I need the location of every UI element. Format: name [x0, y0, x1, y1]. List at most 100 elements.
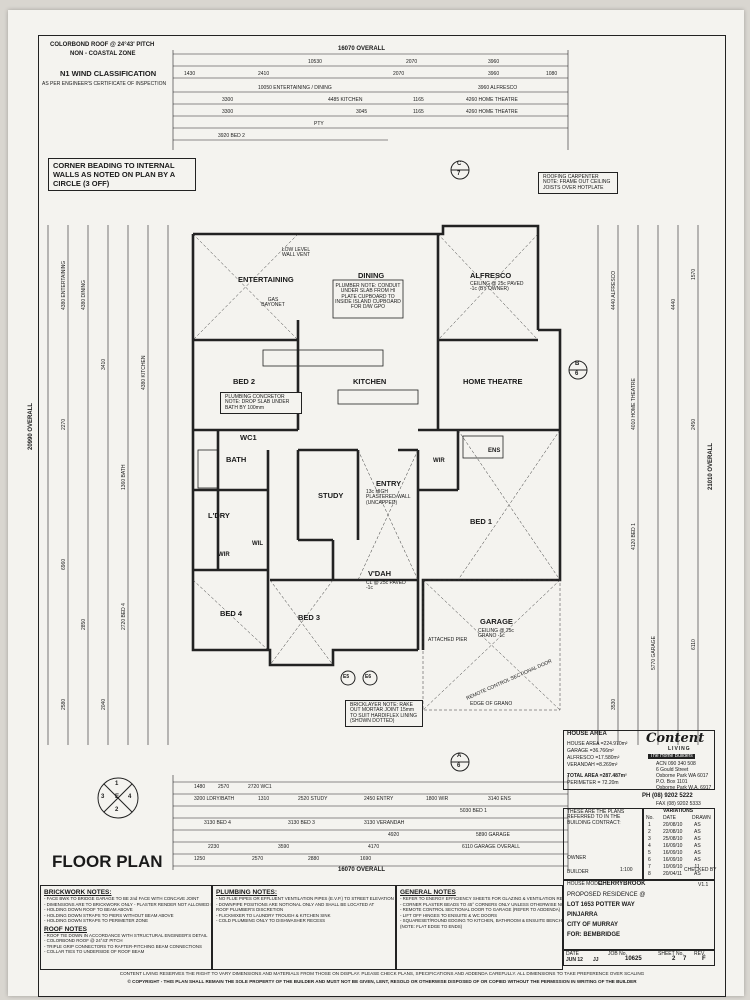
right-dim-2: 4440: [671, 298, 677, 310]
builder-fax: FAX (08) 9202 5333: [656, 801, 701, 807]
variation-cell: 4: [648, 843, 651, 849]
general-line-4: - LIFT OFF HINGES TO ENSUITE & WC DOORS: [400, 912, 498, 918]
elev-e5: E5: [343, 674, 350, 680]
builder-addr-1: 6 Gould Street: [656, 767, 689, 773]
bottom-dim-6d: 1690: [360, 856, 372, 862]
contract-heading: THESE ARE THE PLANS REFERRED TO IN THE B…: [567, 809, 625, 826]
top-dim-5c: 1165: [413, 109, 424, 115]
wind-note: AS PER ENGINEER'S CERTIFICATE OF INSPECT…: [42, 81, 167, 87]
bottom-dim-2e: 1800 WIR: [426, 796, 449, 802]
variation-cell: 20/04/11: [663, 871, 683, 877]
bottom-dim-3d: 5030 BED 1: [460, 808, 487, 814]
entry-wall-note: 13c HIGH PLASTERED WALL (UNCAPPED): [366, 489, 411, 506]
checked-by-label: CHECKED BY: [684, 867, 717, 873]
job-label: JOB No.: [608, 951, 627, 957]
brickwork-line-1: - FACE BWK TO BRIDGE GARAGE TO BE 2nd FA…: [44, 896, 200, 901]
bottom-dim-1b: 2570: [218, 784, 230, 790]
variation-cell: 10/09/10: [663, 864, 683, 870]
sheet-number: 2: [672, 956, 676, 962]
bottom-dim-2f: 3140 ENS: [488, 796, 511, 802]
brickwork-line-4: - HOLDING DOWN STRAPS TO PIERS WITHOUT B…: [44, 912, 174, 918]
edge-of-grano: EDGE OF GRANO: [470, 701, 513, 707]
right-dim-6: 5770 GARAGE: [651, 636, 657, 670]
room-bed3: BED 3: [298, 613, 321, 622]
house-area-line-2: GARAGE =36.766m²: [567, 748, 614, 754]
top-dim-2e: 1080: [546, 71, 558, 77]
variation-cell: 1: [648, 822, 651, 828]
general-line-5: - SQUARESET/ROUND EDGING TO KITCHEN, BAT…: [400, 918, 563, 923]
top-dim-4c: 1165: [413, 97, 424, 103]
drawing-frame: [38, 35, 726, 997]
wind-classification: N1 WIND CLASSIFICATION: [60, 69, 157, 78]
right-dim-0: 4440 ALFRESCO: [611, 270, 617, 310]
variation-cell: AS: [694, 843, 701, 849]
bottom-dim-2b: 1310: [258, 796, 270, 802]
room-entertaining: ENTERTAINING: [238, 275, 294, 284]
variation-cell: AS: [694, 850, 701, 856]
compass-4: 4: [128, 794, 132, 800]
variation-cell: 7: [648, 864, 651, 870]
top-dim-2a: 1430: [184, 71, 196, 77]
left-dim-9: 2580: [61, 698, 67, 710]
top-dim-4a: 3300: [222, 97, 234, 103]
room-bed1: BED 1: [470, 517, 493, 526]
left-dim-2: 3410: [101, 358, 107, 370]
elev-e6: E6: [365, 674, 372, 680]
general-notes: GENERAL NOTES - REFER TO ENERGY EFFICIEN…: [396, 885, 563, 970]
roof-line-4: - COLLAR TIES TO UNDERSIDE OF ROOF BEAM: [44, 949, 145, 954]
variation-cell: 22/08/10: [663, 829, 683, 835]
left-dim-1: 4380 DINING: [81, 279, 87, 310]
roof-line-2: - COLORBOND ROOF @ 24°43' PITCH: [44, 938, 123, 943]
attached-pier: ATTACHED PIER: [428, 637, 468, 643]
top-dim-4b: 4485 KITCHEN: [328, 97, 363, 103]
top-dim-5b: 3045: [356, 109, 368, 115]
compass-e: E: [115, 794, 120, 800]
titleblock: [563, 880, 715, 950]
compass-3: 3: [101, 794, 105, 800]
bottom-dim-2a: 3200 LDRY/BATH: [194, 796, 235, 802]
drawn-by: JJ: [593, 957, 599, 963]
general-line-1: - REFER TO ENERGY EFFICIENCY SHEETS FOR …: [400, 896, 563, 901]
footer-disclaimer: CONTENT LIVING RESERVES THE RIGHT TO VAR…: [119, 971, 645, 976]
general-line-2: - CORNER PLASTER BEADS TO 45° CORNERS ON…: [400, 901, 562, 907]
var-col-date: DATE: [663, 815, 676, 821]
variation-cell: 20/08/10: [663, 822, 683, 828]
right-dim-4: 4120 BED 1: [631, 523, 637, 550]
left-dim-3: 4380 KITCHEN: [141, 355, 147, 390]
section-markers: [97, 160, 588, 819]
right-dim-5: 2450: [691, 418, 697, 430]
suburb: PINJARRA: [567, 912, 598, 918]
variation-cell: 16/09/10: [663, 850, 683, 856]
job-number: 10625: [625, 956, 642, 962]
compass-2: 2: [115, 807, 119, 813]
variation-cell: 16/09/10: [663, 857, 683, 863]
section-a-number: 6: [457, 763, 461, 769]
section-c-letter: C: [457, 161, 462, 167]
left-overall-dim: 20990 OVERALL: [28, 402, 34, 450]
room-bed2: BED 2: [233, 377, 256, 386]
room-home-theatre: HOME THEATRE: [463, 377, 523, 386]
bottom-dim-5a: 2230: [208, 844, 220, 850]
model-version: V1.1: [698, 882, 709, 888]
left-dim-4: 2270: [61, 418, 67, 430]
city: CITY OF MURRAY: [567, 922, 619, 928]
house-area-box: [563, 730, 715, 790]
bottom-dim-4b: 5890 GARAGE: [476, 832, 510, 838]
plumbing-line-2: - DOWNPIPE POSITIONS ARE NOTIONAL ONLY A…: [216, 901, 375, 907]
top-overall-dim: 16070 OVERALL: [338, 46, 386, 52]
plumbing-line-1: - NO FLUE PIPES OR EFFLUENT VENTILATION …: [216, 896, 394, 901]
top-dim-4d: 4260 HOME THEATRE: [466, 97, 518, 103]
rev-value: F: [702, 956, 706, 962]
variation-cell: AS: [694, 829, 701, 835]
date-label: DATE: [566, 951, 579, 957]
roof-line-1: - ROOF TIE DOWN IN ACCORDANCE WITH STRUC…: [44, 932, 208, 938]
top-dim-5d: 4260 HOME THEATRE: [466, 109, 518, 115]
house-model-label: HOUSE MODEL: [567, 881, 604, 887]
house-area-perimeter: PERIMETER = 72.20m: [567, 780, 619, 786]
variation-cell: 25/08/10: [663, 836, 683, 842]
variation-cell: JJ: [694, 864, 699, 870]
variation-cell: 6: [648, 857, 651, 863]
sheet-label: SHEET No.: [658, 951, 684, 957]
room-dining: DINING: [358, 271, 385, 280]
pantry-label: PTY: [314, 121, 324, 127]
